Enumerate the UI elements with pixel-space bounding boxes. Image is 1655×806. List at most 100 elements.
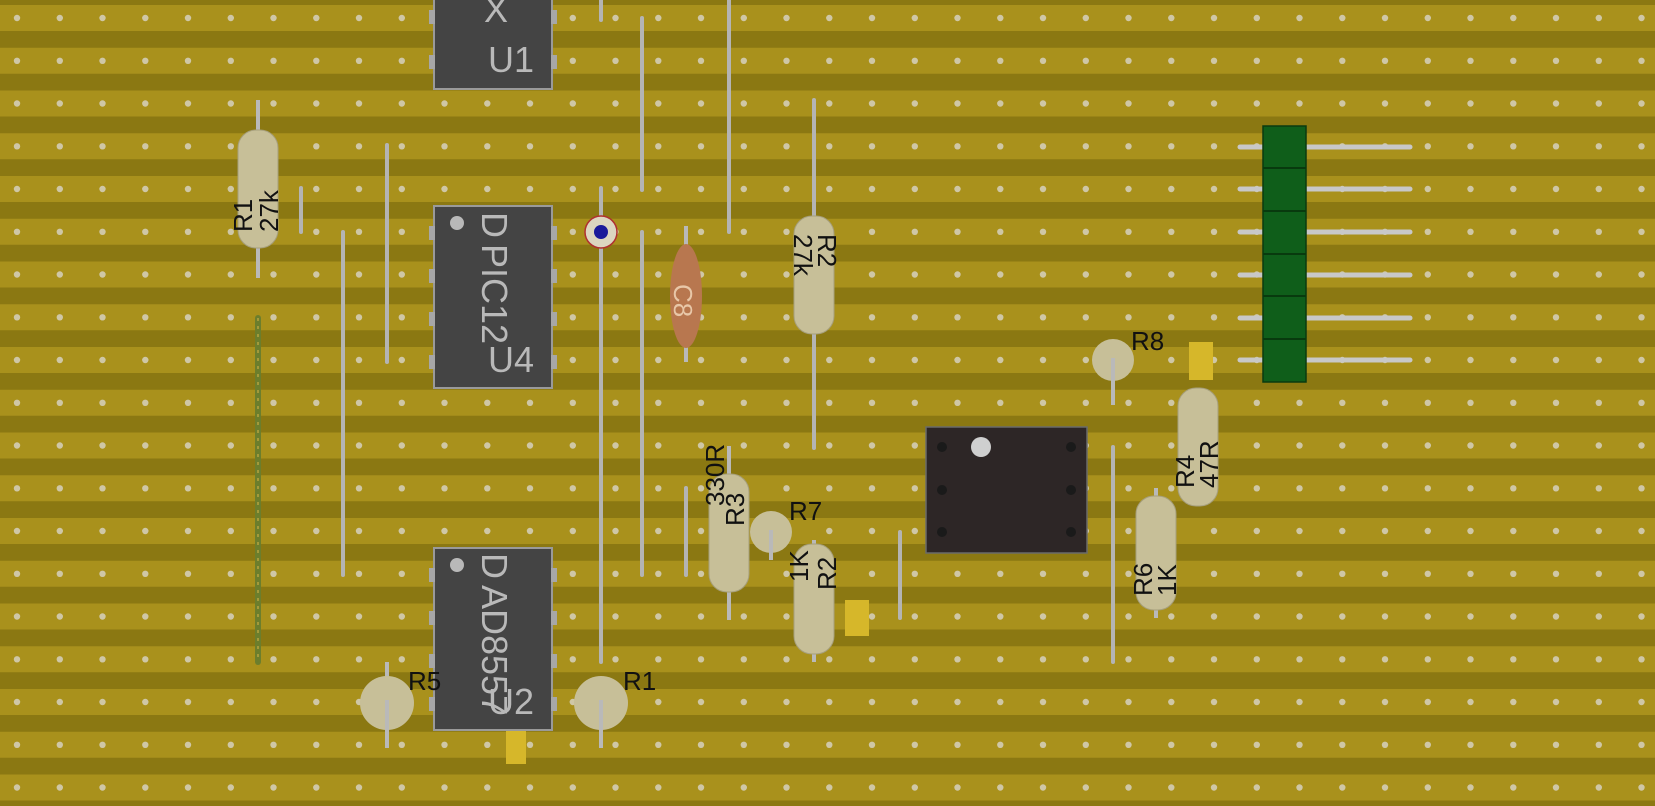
drill-hole: [56, 784, 63, 791]
drill-hole: [911, 100, 918, 107]
drill-hole: [184, 784, 192, 791]
drill-hole: [783, 100, 790, 107]
drill-hole: [697, 784, 705, 791]
drill-hole: [740, 613, 747, 620]
drill-hole: [99, 14, 106, 22]
drill-hole: [355, 613, 363, 620]
drill-hole: [1595, 570, 1603, 577]
drill-hole: [740, 784, 747, 791]
drill-hole: [313, 741, 320, 748]
drill-hole: [1168, 57, 1175, 64]
drill-hole: [997, 784, 1004, 791]
drill-hole: [1510, 228, 1517, 235]
drill-hole: [184, 57, 192, 64]
drill-hole: [655, 228, 662, 235]
drill-hole: [697, 527, 705, 535]
drill-hole: [997, 741, 1004, 748]
drill-hole: [398, 228, 405, 235]
trimmer-r1-designator: R1: [623, 666, 656, 696]
drill-hole: [1424, 314, 1432, 321]
drill-hole: [1125, 741, 1132, 748]
pin-header[interactable]: [1237, 125, 1413, 383]
drill-hole: [655, 527, 662, 535]
drill-hole: [1168, 741, 1175, 748]
drill-hole: [1552, 527, 1560, 535]
drill-hole: [1510, 185, 1517, 193]
trimmer-r5[interactable]: R5: [360, 662, 441, 748]
drill-hole: [313, 228, 320, 235]
drill-hole: [1638, 442, 1645, 449]
resistor-r6[interactable]: R6 1K: [1128, 488, 1182, 618]
drill-hole: [826, 356, 833, 364]
chip-u4[interactable]: D PIC12 U4: [429, 205, 557, 389]
drill-hole: [270, 698, 277, 706]
resistor-r2b-designator: R2: [812, 557, 842, 590]
drill-hole: [441, 100, 448, 107]
drill-hole: [441, 442, 448, 449]
drill-hole: [142, 356, 149, 364]
drill-hole: [270, 399, 277, 406]
chip-u2[interactable]: D AD8557 U2: [429, 547, 557, 731]
drill-hole: [1253, 485, 1261, 492]
drill-hole: [1595, 399, 1603, 406]
trimmer-r8[interactable]: R8: [1092, 326, 1164, 405]
drill-hole: [1510, 741, 1517, 748]
drill-hole: [1039, 185, 1047, 193]
drill-hole: [1381, 698, 1389, 706]
drill-hole: [569, 784, 576, 791]
drill-hole: [826, 656, 833, 663]
trimmer-r1[interactable]: R1: [574, 666, 656, 748]
drill-hole: [1424, 613, 1432, 620]
drill-hole: [997, 100, 1004, 107]
drill-hole: [1381, 741, 1389, 748]
drill-hole: [868, 485, 876, 492]
resistor-r1[interactable]: R1 27k: [228, 100, 284, 278]
resistor-r3[interactable]: 330R R3: [700, 444, 750, 620]
drill-hole: [99, 442, 106, 449]
chip-u1[interactable]: X U1: [429, 0, 557, 90]
drill-hole: [1253, 613, 1261, 620]
drill-hole: [655, 656, 662, 663]
drill-hole: [697, 656, 705, 663]
resistor-r2-1k[interactable]: 1K R2: [784, 540, 842, 662]
drill-hole: [13, 57, 21, 64]
drill-hole: [99, 570, 106, 577]
drill-hole: [911, 271, 918, 278]
drill-hole: [270, 570, 277, 577]
drill-hole: [1253, 100, 1261, 107]
drill-hole: [1039, 57, 1047, 64]
drill-hole: [1638, 698, 1645, 706]
drill-hole: [1125, 656, 1132, 663]
drill-hole: [1381, 613, 1389, 620]
drill-hole: [1125, 784, 1132, 791]
drill-hole: [1424, 57, 1432, 64]
drill-hole: [1168, 271, 1175, 278]
drill-hole: [1381, 399, 1389, 406]
relay[interactable]: [925, 426, 1088, 554]
drill-hole: [1467, 741, 1474, 748]
chip-u1-x-label: X: [484, 0, 508, 30]
drill-hole: [1296, 570, 1303, 577]
trimmer-r7-designator: R7: [789, 496, 822, 526]
chip-u2-designator: U2: [488, 681, 534, 722]
drill-hole: [1296, 698, 1303, 706]
chip-body: [433, 0, 553, 90]
drill-hole: [1638, 356, 1645, 364]
drill-hole: [1125, 570, 1132, 577]
drill-hole: [569, 442, 576, 449]
drill-hole: [1296, 784, 1303, 791]
drill-hole: [1082, 14, 1090, 22]
drill-hole: [997, 314, 1004, 321]
drill-hole: [184, 613, 192, 620]
drill-hole: [954, 399, 961, 406]
drill-hole: [569, 271, 576, 278]
drill-hole: [655, 613, 662, 620]
drill-hole: [997, 143, 1004, 150]
drill-hole: [826, 527, 833, 535]
trimmer-r7[interactable]: R7: [750, 496, 822, 560]
resistor-r2-27k[interactable]: R2 27k: [788, 215, 842, 335]
resistor-r4-value: 47R: [1194, 440, 1224, 488]
capacitor-c8[interactable]: C8: [668, 226, 702, 362]
resistor-r4[interactable]: R4 47R: [1170, 387, 1224, 507]
drill-hole: [1595, 143, 1603, 150]
